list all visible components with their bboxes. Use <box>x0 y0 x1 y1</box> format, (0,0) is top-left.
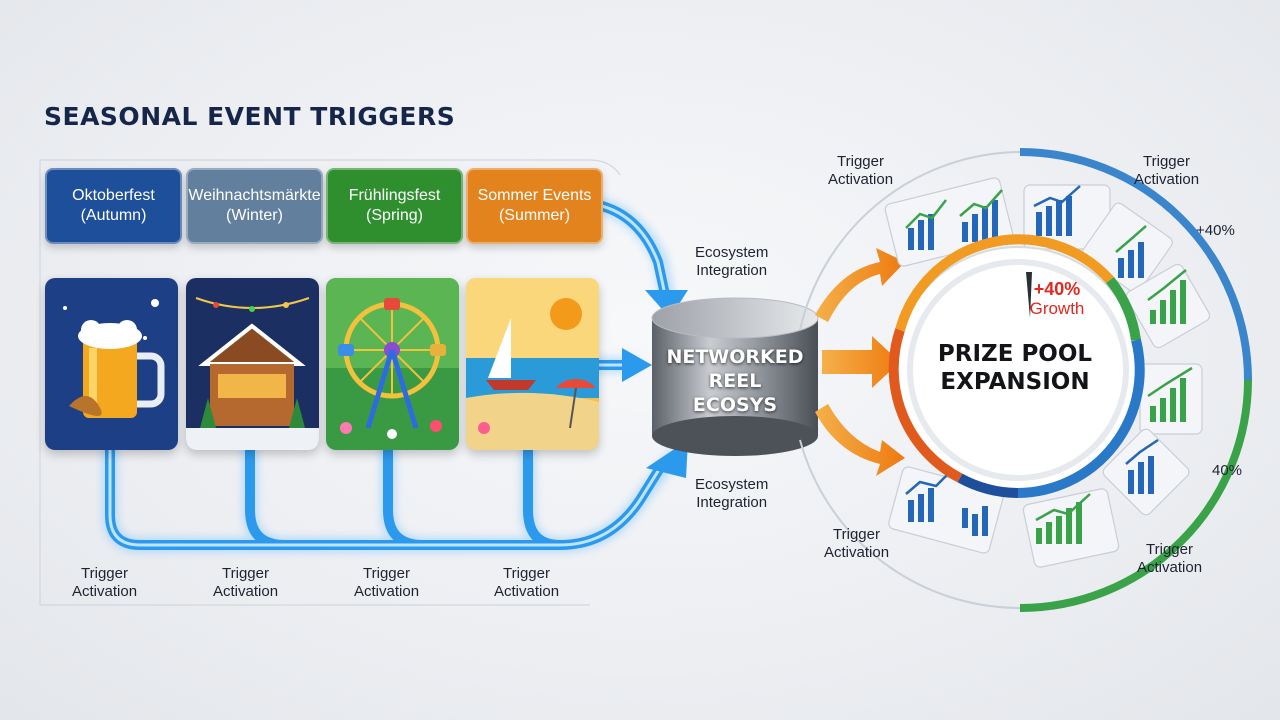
season-label-fruehlingsfest: Frühlingsfest (Spring) <box>326 168 463 244</box>
season-card-sommer-events <box>466 278 599 450</box>
growth-badge: +40% Growth <box>1022 279 1092 319</box>
season-label-sommer-events: Sommer Events (Summer) <box>466 168 603 244</box>
growth-label: Growth <box>1029 299 1085 318</box>
season-name: Oktoberfest <box>72 187 155 204</box>
season-name: Sommer Events <box>477 187 592 204</box>
arrow-head <box>645 290 688 318</box>
season-card-oktoberfest <box>45 278 178 450</box>
season-label-weihnachtsmaerkte: Weihnachtsmärkte (Winter) <box>186 168 323 244</box>
season-card-fruehlingsfest <box>326 278 459 450</box>
page-title: SEASONAL EVENT TRIGGERS <box>44 102 456 131</box>
season-label-oktoberfest: Oktoberfest (Autumn) <box>45 168 182 244</box>
ferris-wheel-icon <box>326 278 459 450</box>
growth-value: +40% <box>1033 279 1081 299</box>
season-card-weihnachtsmaerkte <box>186 278 319 450</box>
season-period: (Autumn) <box>80 207 147 224</box>
ring-percent-label: 40% <box>1212 462 1243 479</box>
season-name: Weihnachtsmärkte <box>188 187 321 204</box>
growth-chart-icon <box>1036 280 1186 544</box>
season-period: (Spring) <box>366 207 423 224</box>
orange-arrows <box>815 248 905 476</box>
growth-chart-icon <box>908 196 1154 536</box>
season-name: Frühlingsfest <box>348 187 441 204</box>
christmas-market-icon <box>186 278 319 450</box>
season-period: (Winter) <box>226 207 283 224</box>
ring-percent-label: +40% <box>1196 222 1235 239</box>
reel-hub-cylinder <box>651 297 819 456</box>
prize-gauge <box>888 234 1145 498</box>
gauge-needle <box>1026 272 1032 318</box>
arrow-head <box>622 348 652 382</box>
beach-sailboat-icon <box>466 278 599 450</box>
beer-mug-icon <box>45 278 178 450</box>
panel-outline <box>39 159 621 606</box>
season-period: (Summer) <box>498 207 571 224</box>
